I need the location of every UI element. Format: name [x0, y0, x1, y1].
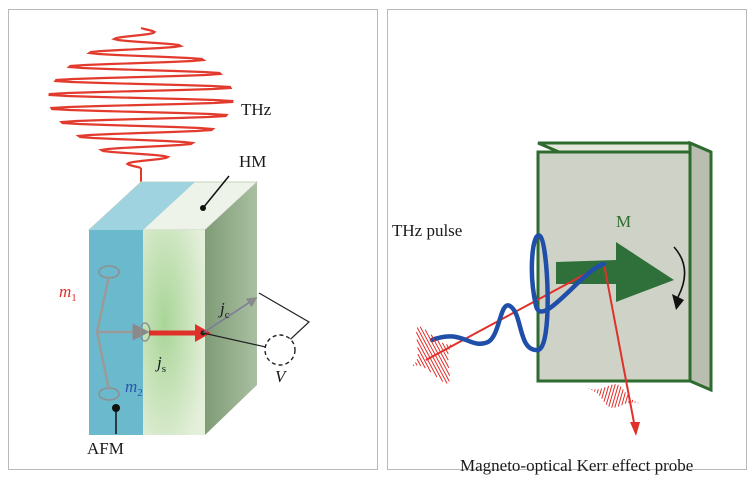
hm-label: HM	[239, 152, 267, 171]
probe-pulse-fringe	[611, 384, 619, 408]
probe-pulse-fringe	[449, 344, 452, 347]
circuit-wire	[202, 292, 311, 351]
probe-pulse-fringe	[628, 397, 631, 404]
voltmeter	[264, 334, 296, 366]
js-label: js	[157, 353, 167, 375]
v-label: V	[275, 367, 286, 386]
probe-pulse-fringe	[608, 384, 616, 407]
probe-pulse-fringe	[624, 395, 629, 404]
probe-pulse-fringe	[412, 364, 415, 367]
probe-pulse-fringe	[599, 388, 603, 396]
probe-pulse-fringe	[430, 334, 450, 369]
probe-pulse-fringe	[416, 327, 448, 384]
right-panel: THz pulse M Magneto-optical Kerr effect …	[387, 9, 747, 474]
jc-label: jc	[220, 299, 230, 321]
probe-pulse-fringe	[601, 387, 606, 399]
probe-pulse-fringe	[605, 384, 613, 405]
hm-leader-line	[202, 175, 230, 209]
m2-label: m2	[125, 377, 143, 399]
moke-diagram	[412, 140, 713, 436]
charge-current-arrow	[202, 297, 258, 334]
sample-side-face	[688, 140, 713, 393]
probe-pulse-fringe	[594, 389, 596, 392]
block-side-face	[205, 182, 257, 435]
probe-pulse-fringe	[614, 386, 622, 408]
reflected-probe-beam	[603, 263, 636, 429]
incident-probe-pulse	[412, 326, 452, 384]
probe-pulse-fringe	[603, 385, 610, 402]
afm-top-face	[89, 182, 195, 230]
thz-pulse-waveform	[429, 233, 607, 353]
left-panel: THz HM m1 m2 jc js V AFM	[8, 9, 378, 470]
probe-pulse-fringe	[417, 347, 432, 373]
m-label: M	[616, 212, 632, 231]
thz-wave	[48, 26, 234, 170]
thz-label: THz	[241, 100, 272, 119]
moke-caption: Magneto-optical Kerr effect probe	[460, 456, 694, 475]
probe-pulse-fringe	[416, 358, 422, 367]
probe-pulse-fringe	[415, 331, 444, 382]
probe-pulse-fringe	[419, 326, 450, 382]
probe-pulse-fringe	[441, 342, 449, 355]
probe-pulse-fringe	[446, 344, 450, 350]
magnetization-arrow	[556, 242, 674, 302]
thz-pulse-label: THz pulse	[392, 221, 463, 240]
rotation-arrow	[673, 246, 686, 298]
reflected-probe-pulse	[588, 384, 639, 408]
m1-label: m1	[59, 282, 77, 304]
spin-current-diagram	[48, 26, 311, 435]
afm-label: AFM	[87, 439, 124, 458]
probe-pulse-fringe	[417, 353, 426, 369]
probe-pulse-fringe	[617, 389, 624, 407]
m2-spin-vector	[95, 331, 111, 391]
probe-pulse-fringe	[415, 362, 418, 366]
probe-pulse-fringe	[596, 389, 599, 394]
probe-pulse-fringe	[621, 392, 626, 406]
probe-pulse-fringe	[424, 329, 451, 376]
m1-spin-vector	[95, 275, 111, 333]
probe-pulse-fringe	[436, 339, 449, 361]
probe-pulse-fringe	[416, 339, 438, 378]
probe-pulse-fringe	[631, 399, 634, 403]
